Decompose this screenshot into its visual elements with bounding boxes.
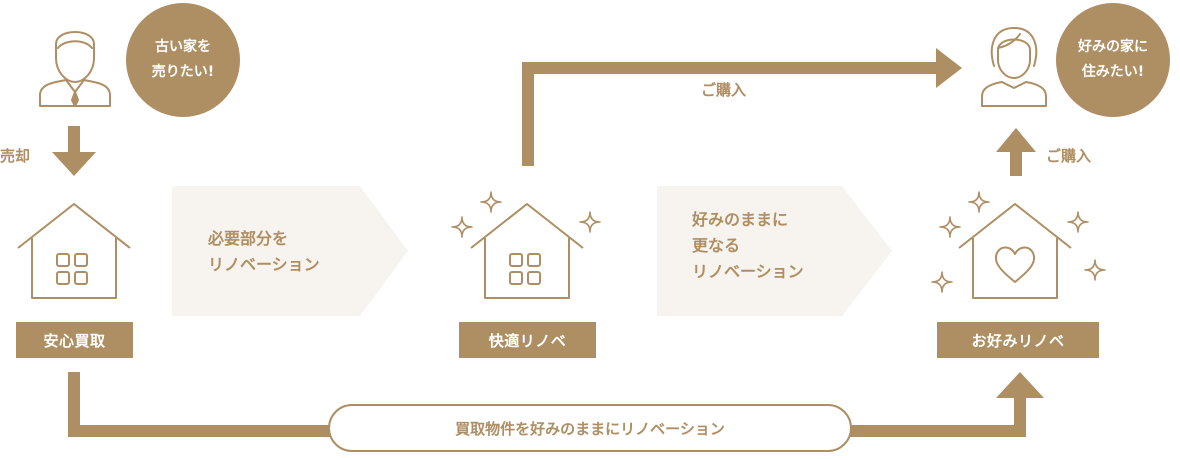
buyer-person-icon <box>981 27 1047 107</box>
top-route-arrowhead <box>936 48 962 88</box>
bottom-route-pill: 買取物件を好みのままにリノベーション <box>328 404 852 452</box>
seller-bubble-line-1: 古い家を <box>155 39 211 55</box>
bottom-route-label: 買取物件を好みのままにリノベーション <box>455 419 725 438</box>
seller-bubble-line-2: 売りたい! <box>151 64 215 80</box>
sparkle-icons-house-2 <box>451 191 601 238</box>
arrow-1-text: 必要部分を リノベーション <box>208 226 320 278</box>
seller-speech-bubble: 古い家を 売りたい! <box>126 3 240 117</box>
arrow-1-line-1: 必要部分を <box>208 229 289 248</box>
step-3-tag: お好みリノベ <box>937 322 1099 358</box>
arrow-2-line-2: 更なる <box>692 236 741 255</box>
arrow-2-line-1: 好みのままに <box>692 210 789 229</box>
top-route-line <box>522 62 940 166</box>
buyer-speech-bubble: 好みの家に 住みたい! <box>1056 3 1170 117</box>
bottom-route-arrowhead <box>996 372 1044 398</box>
sparkle-icons-house-3 <box>931 191 1106 293</box>
arrow-2-text: 好みのままに 更なる リノベーション <box>692 207 804 285</box>
chevron-panel-2 <box>657 186 892 316</box>
sell-arrowhead <box>52 152 96 176</box>
sell-label: 売却 <box>0 147 31 165</box>
house-icon-2 <box>470 203 584 299</box>
house-icon-1 <box>17 203 131 299</box>
step-1-tag: 安心買取 <box>16 322 133 358</box>
house-icon-3 <box>958 203 1072 299</box>
heart-icon <box>995 246 1035 283</box>
buyer-bubble-line-1: 好みの家に <box>1078 39 1148 55</box>
step-2-tag: 快適リノベ <box>459 322 596 358</box>
arrow-2-line-3: リノベーション <box>692 262 804 281</box>
chevron-panel-1 <box>172 186 408 316</box>
arrow-1-line-2: リノベーション <box>208 255 320 274</box>
buyer-bubble-line-2: 住みたい! <box>1081 64 1145 80</box>
buyer-purchase-label: ご購入 <box>1046 147 1092 165</box>
buyer-arrowhead <box>996 128 1036 152</box>
top-route-purchase-label: ご購入 <box>701 81 747 99</box>
seller-person-icon <box>39 31 111 107</box>
